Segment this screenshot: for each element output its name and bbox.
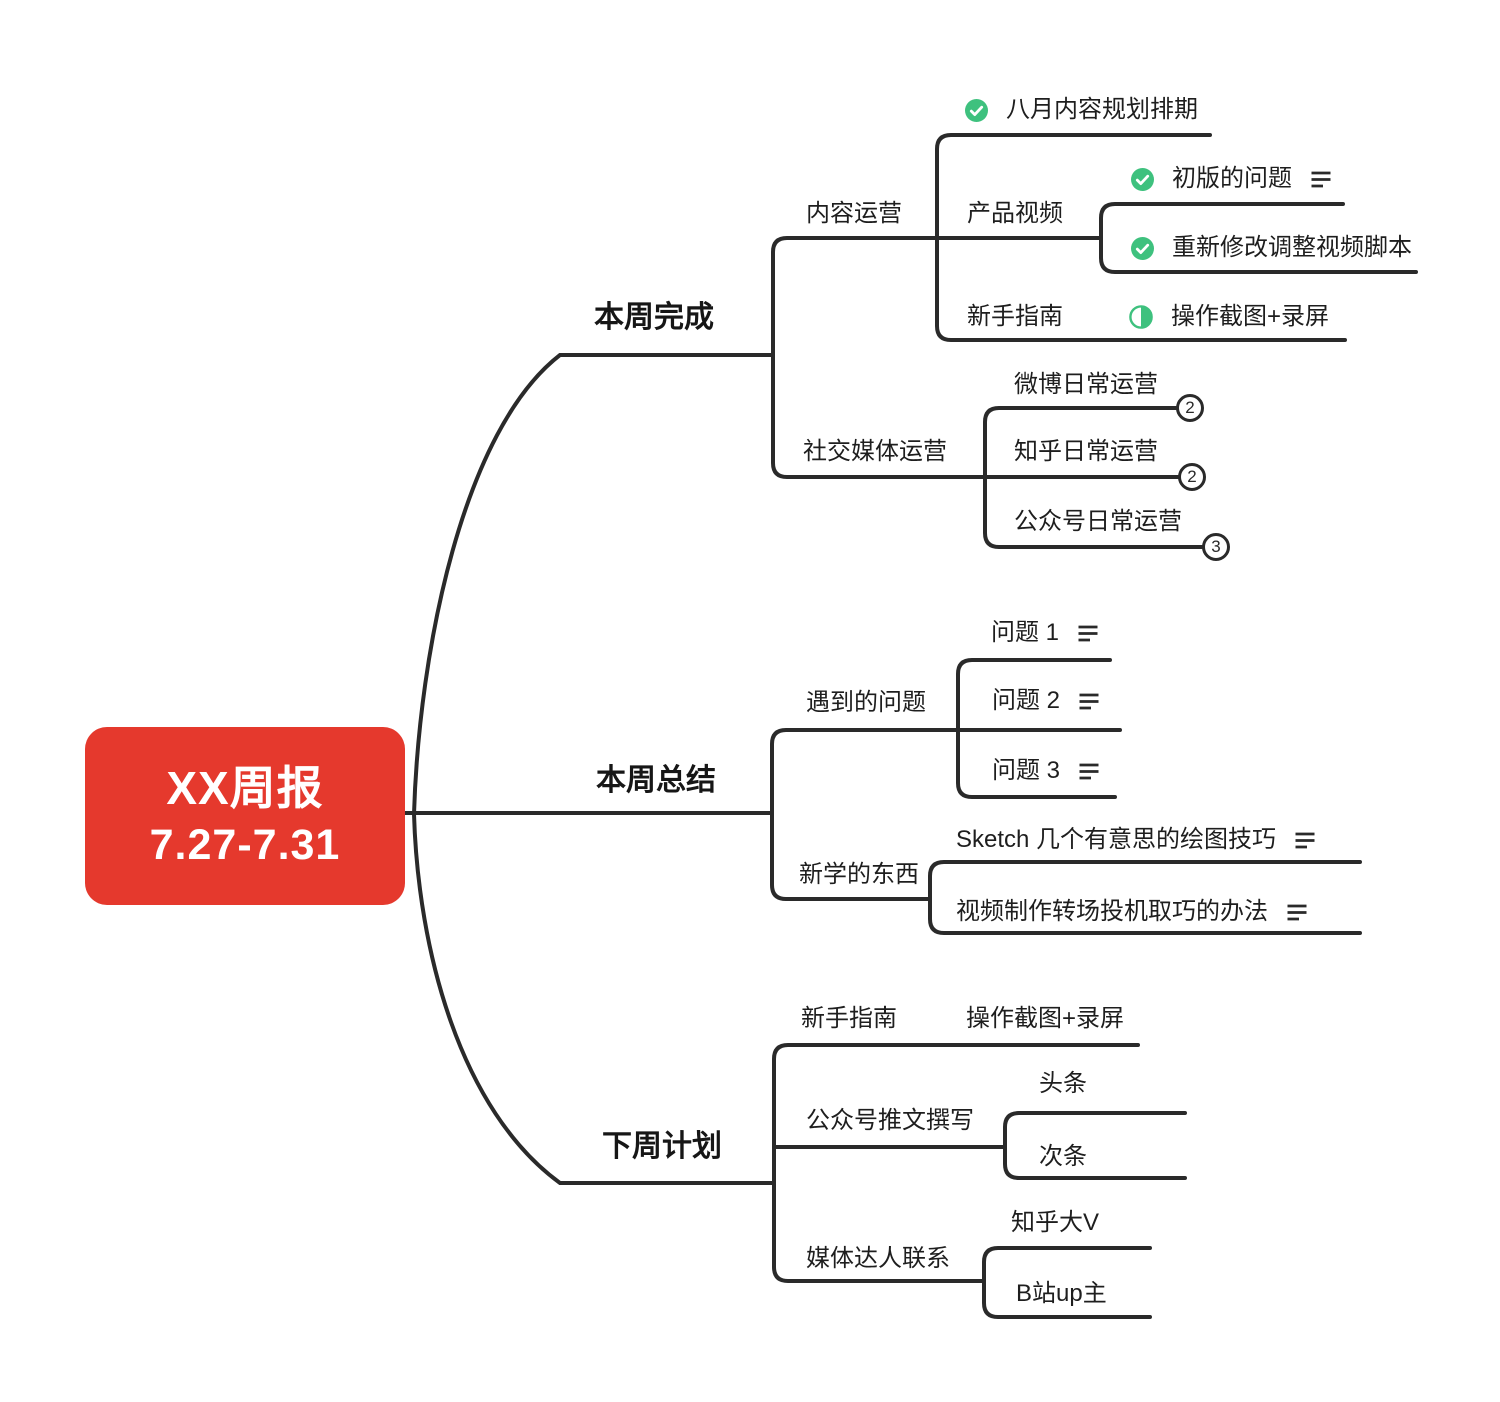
- topic-label: 视频制作转场投机取巧的办法: [956, 898, 1268, 925]
- root-title: XX周报: [166, 762, 324, 815]
- check-icon[interactable]: [965, 98, 988, 122]
- topic-weibo-daily[interactable]: 微博日常运营: [1014, 371, 1158, 398]
- topic-next-week-plan[interactable]: 下周计划: [602, 1130, 722, 1163]
- topic-problem-1[interactable]: 问题 1: [991, 619, 1099, 646]
- notes-icon[interactable]: [1077, 625, 1099, 642]
- root-subtitle: 7.27-7.31: [149, 820, 341, 869]
- progress-half-icon[interactable]: [1129, 305, 1153, 329]
- topic-label: 重新修改调整视频脚本: [1172, 234, 1412, 261]
- topic-problems-met[interactable]: 遇到的问题: [806, 689, 926, 716]
- topic-second-article[interactable]: 次条: [1039, 1143, 1087, 1170]
- topic-social-media-operations[interactable]: 社交媒体运营: [803, 438, 947, 465]
- topic-problem-2[interactable]: 问题 2: [992, 687, 1100, 714]
- topic-beginner-guide-plan[interactable]: 新手指南: [801, 1005, 897, 1032]
- topic-week-completed[interactable]: 本周完成: [594, 301, 714, 334]
- topic-product-video[interactable]: 产品视频: [967, 200, 1063, 227]
- task-count-badge[interactable]: 2: [1176, 394, 1204, 422]
- topic-content-operations[interactable]: 内容运营: [806, 200, 902, 227]
- topic-screenshots-recording-plan[interactable]: 操作截图+录屏: [966, 1005, 1125, 1032]
- topic-wechat-article-writing[interactable]: 公众号推文撰写: [806, 1107, 974, 1134]
- root-topic[interactable]: XX周报 7.27-7.31: [85, 727, 405, 905]
- task-count-badge[interactable]: 3: [1202, 533, 1230, 561]
- topic-problem-3[interactable]: 问题 3: [992, 757, 1100, 784]
- topic-first-draft-issues[interactable]: 初版的问题: [1131, 165, 1332, 192]
- topic-label: 问题 3: [992, 757, 1061, 784]
- topic-label: 操作截图+录屏: [1171, 303, 1330, 330]
- topic-media-influencer-contact[interactable]: 媒体达人联系: [806, 1245, 950, 1272]
- topic-revise-video-script[interactable]: 重新修改调整视频脚本: [1131, 234, 1412, 261]
- topic-sketch-tips[interactable]: Sketch 几个有意思的绘图技巧: [956, 826, 1316, 853]
- notes-icon[interactable]: [1078, 693, 1100, 710]
- topic-headline[interactable]: 头条: [1039, 1070, 1087, 1097]
- topic-screenshots-recording[interactable]: 操作截图+录屏: [1129, 303, 1330, 330]
- topic-august-content-schedule[interactable]: 八月内容规划排期: [965, 96, 1198, 123]
- notes-icon[interactable]: [1294, 832, 1316, 849]
- topic-beginner-guide[interactable]: 新手指南: [967, 303, 1063, 330]
- topic-label: 初版的问题: [1172, 165, 1292, 192]
- check-icon[interactable]: [1131, 167, 1154, 191]
- notes-icon[interactable]: [1286, 904, 1308, 921]
- notes-icon[interactable]: [1078, 763, 1100, 780]
- topic-bilibili-uploader[interactable]: B站up主: [1016, 1280, 1107, 1307]
- topic-label: 问题 1: [991, 619, 1060, 646]
- topic-week-summary[interactable]: 本周总结: [596, 764, 716, 797]
- topic-video-transition-tricks[interactable]: 视频制作转场投机取巧的办法: [956, 898, 1308, 925]
- topic-wechat-daily[interactable]: 公众号日常运营: [1014, 508, 1182, 535]
- topic-label: 八月内容规划排期: [1006, 96, 1198, 123]
- topic-label: Sketch 几个有意思的绘图技巧: [956, 826, 1277, 853]
- topic-new-learnings[interactable]: 新学的东西: [799, 861, 919, 888]
- task-count-badge[interactable]: 2: [1178, 463, 1206, 491]
- topic-zhihu-influencer[interactable]: 知乎大V: [1011, 1209, 1100, 1236]
- topic-label: 问题 2: [992, 687, 1061, 714]
- topic-zhihu-daily[interactable]: 知乎日常运营: [1014, 438, 1158, 465]
- notes-icon[interactable]: [1310, 171, 1332, 188]
- check-icon[interactable]: [1131, 236, 1154, 260]
